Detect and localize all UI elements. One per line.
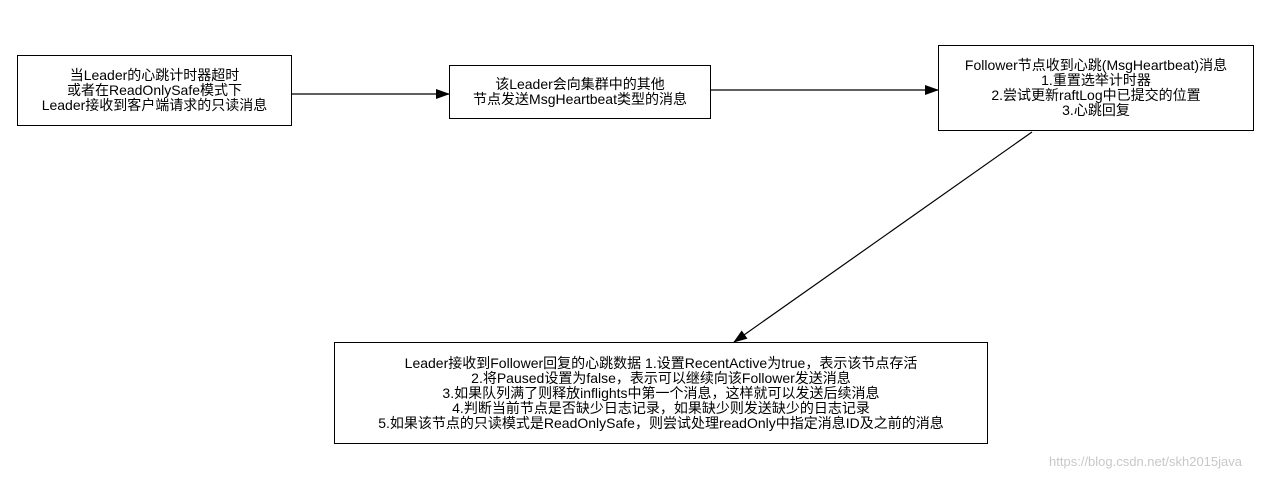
node-text-line: 该Leader会向集群中的其他	[495, 76, 665, 92]
arrow-follower-to-leader-response	[733, 131, 1033, 343]
node-text-line: 当Leader的心跳计时器超时	[69, 67, 240, 83]
node-follower-handle: Follower节点收到心跳(MsgHeartbeat)消息 1.重置选举计时器…	[938, 45, 1254, 131]
node-text-line: 3.心跳回复	[1062, 102, 1130, 118]
node-text-line: Follower节点收到心跳(MsgHeartbeat)消息	[964, 57, 1228, 73]
node-leader-broadcast: 该Leader会向集群中的其他 节点发送MsgHeartbeat类型的消息	[449, 65, 711, 119]
node-leader-timeout: 当Leader的心跳计时器超时 或者在ReadOnlySafe模式下 Leade…	[17, 55, 292, 126]
node-text-line: Leader接收到Follower回复的心跳数据 1.设置RecentActiv…	[404, 354, 918, 371]
node-text-line: 5.如果该节点的只读模式是ReadOnlySafe，则尝试处理readOnly中…	[378, 414, 944, 431]
node-text-line: 节点发送MsgHeartbeat类型的消息	[473, 91, 687, 107]
node-text-line: 3.如果队列满了则释放inflights中第一个消息，这样就可以发送后续消息	[442, 384, 880, 401]
node-text-line: 4.判断当前节点是否缺少日志记录，如果缺少则发送缺少的日志记录	[452, 399, 870, 416]
node-text-line: 1.重置选举计时器	[1041, 72, 1151, 88]
node-leader-handle-response: Leader接收到Follower回复的心跳数据 1.设置RecentActiv…	[334, 342, 988, 444]
node-text-line: 2.将Paused设置为false，表示可以继续向该Follower发送消息	[471, 369, 851, 386]
node-text-line: 或者在ReadOnlySafe模式下	[66, 82, 243, 98]
node-text-line: 2.尝试更新raftLog中已提交的位置	[991, 87, 1201, 103]
watermark-url: https://blog.csdn.net/skh2015java	[1049, 454, 1242, 469]
node-text-line: Leader接收到客户端请求的只读消息	[41, 97, 268, 113]
